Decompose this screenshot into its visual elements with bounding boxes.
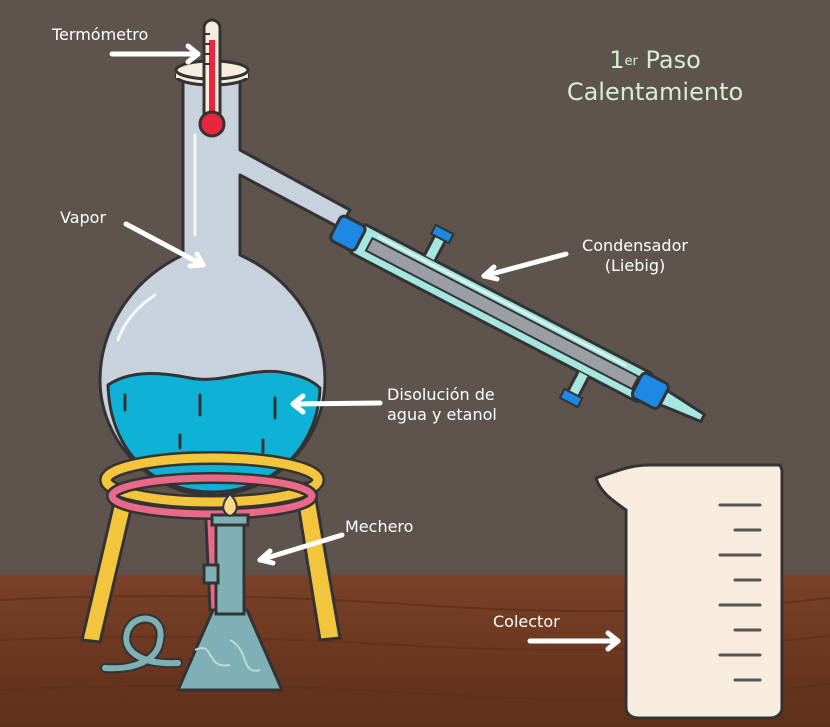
thermometer bbox=[198, 18, 226, 138]
arrow-burner bbox=[257, 532, 345, 566]
label-thermometer: Termómetro bbox=[52, 25, 149, 44]
label-condenser: Condensador (Liebig) bbox=[560, 236, 710, 276]
label-collector: Colector bbox=[493, 612, 560, 631]
support-ring bbox=[99, 451, 325, 520]
step-number: 1 bbox=[609, 46, 625, 74]
arrow-thermometer bbox=[109, 43, 201, 65]
liebig-condenser bbox=[329, 214, 707, 424]
arrow-condenser bbox=[481, 251, 569, 282]
label-condenser-line1: Condensador bbox=[582, 236, 688, 255]
step-title: 1er Paso Calentamiento bbox=[540, 44, 770, 108]
stage-name: Calentamiento bbox=[566, 78, 744, 106]
label-solution: Disolución de agua y etanol bbox=[387, 385, 497, 425]
label-burner: Mechero bbox=[345, 517, 414, 536]
bunsen-burner bbox=[100, 492, 284, 692]
arrow-vapor bbox=[123, 221, 206, 269]
step-heading: 1er Paso bbox=[540, 44, 770, 76]
label-solution-line1: Disolución de bbox=[387, 385, 495, 404]
collector-beaker bbox=[594, 463, 784, 720]
arrow-collector bbox=[527, 630, 621, 652]
arrow-solution bbox=[290, 393, 383, 415]
step-superscript: er bbox=[624, 54, 638, 69]
label-condenser-line2: (Liebig) bbox=[604, 256, 666, 275]
label-vapor: Vapor bbox=[60, 208, 107, 227]
step-word: Paso bbox=[645, 46, 701, 74]
annotation-arrows bbox=[109, 43, 621, 652]
label-solution-line2: agua y etanol bbox=[387, 405, 497, 424]
